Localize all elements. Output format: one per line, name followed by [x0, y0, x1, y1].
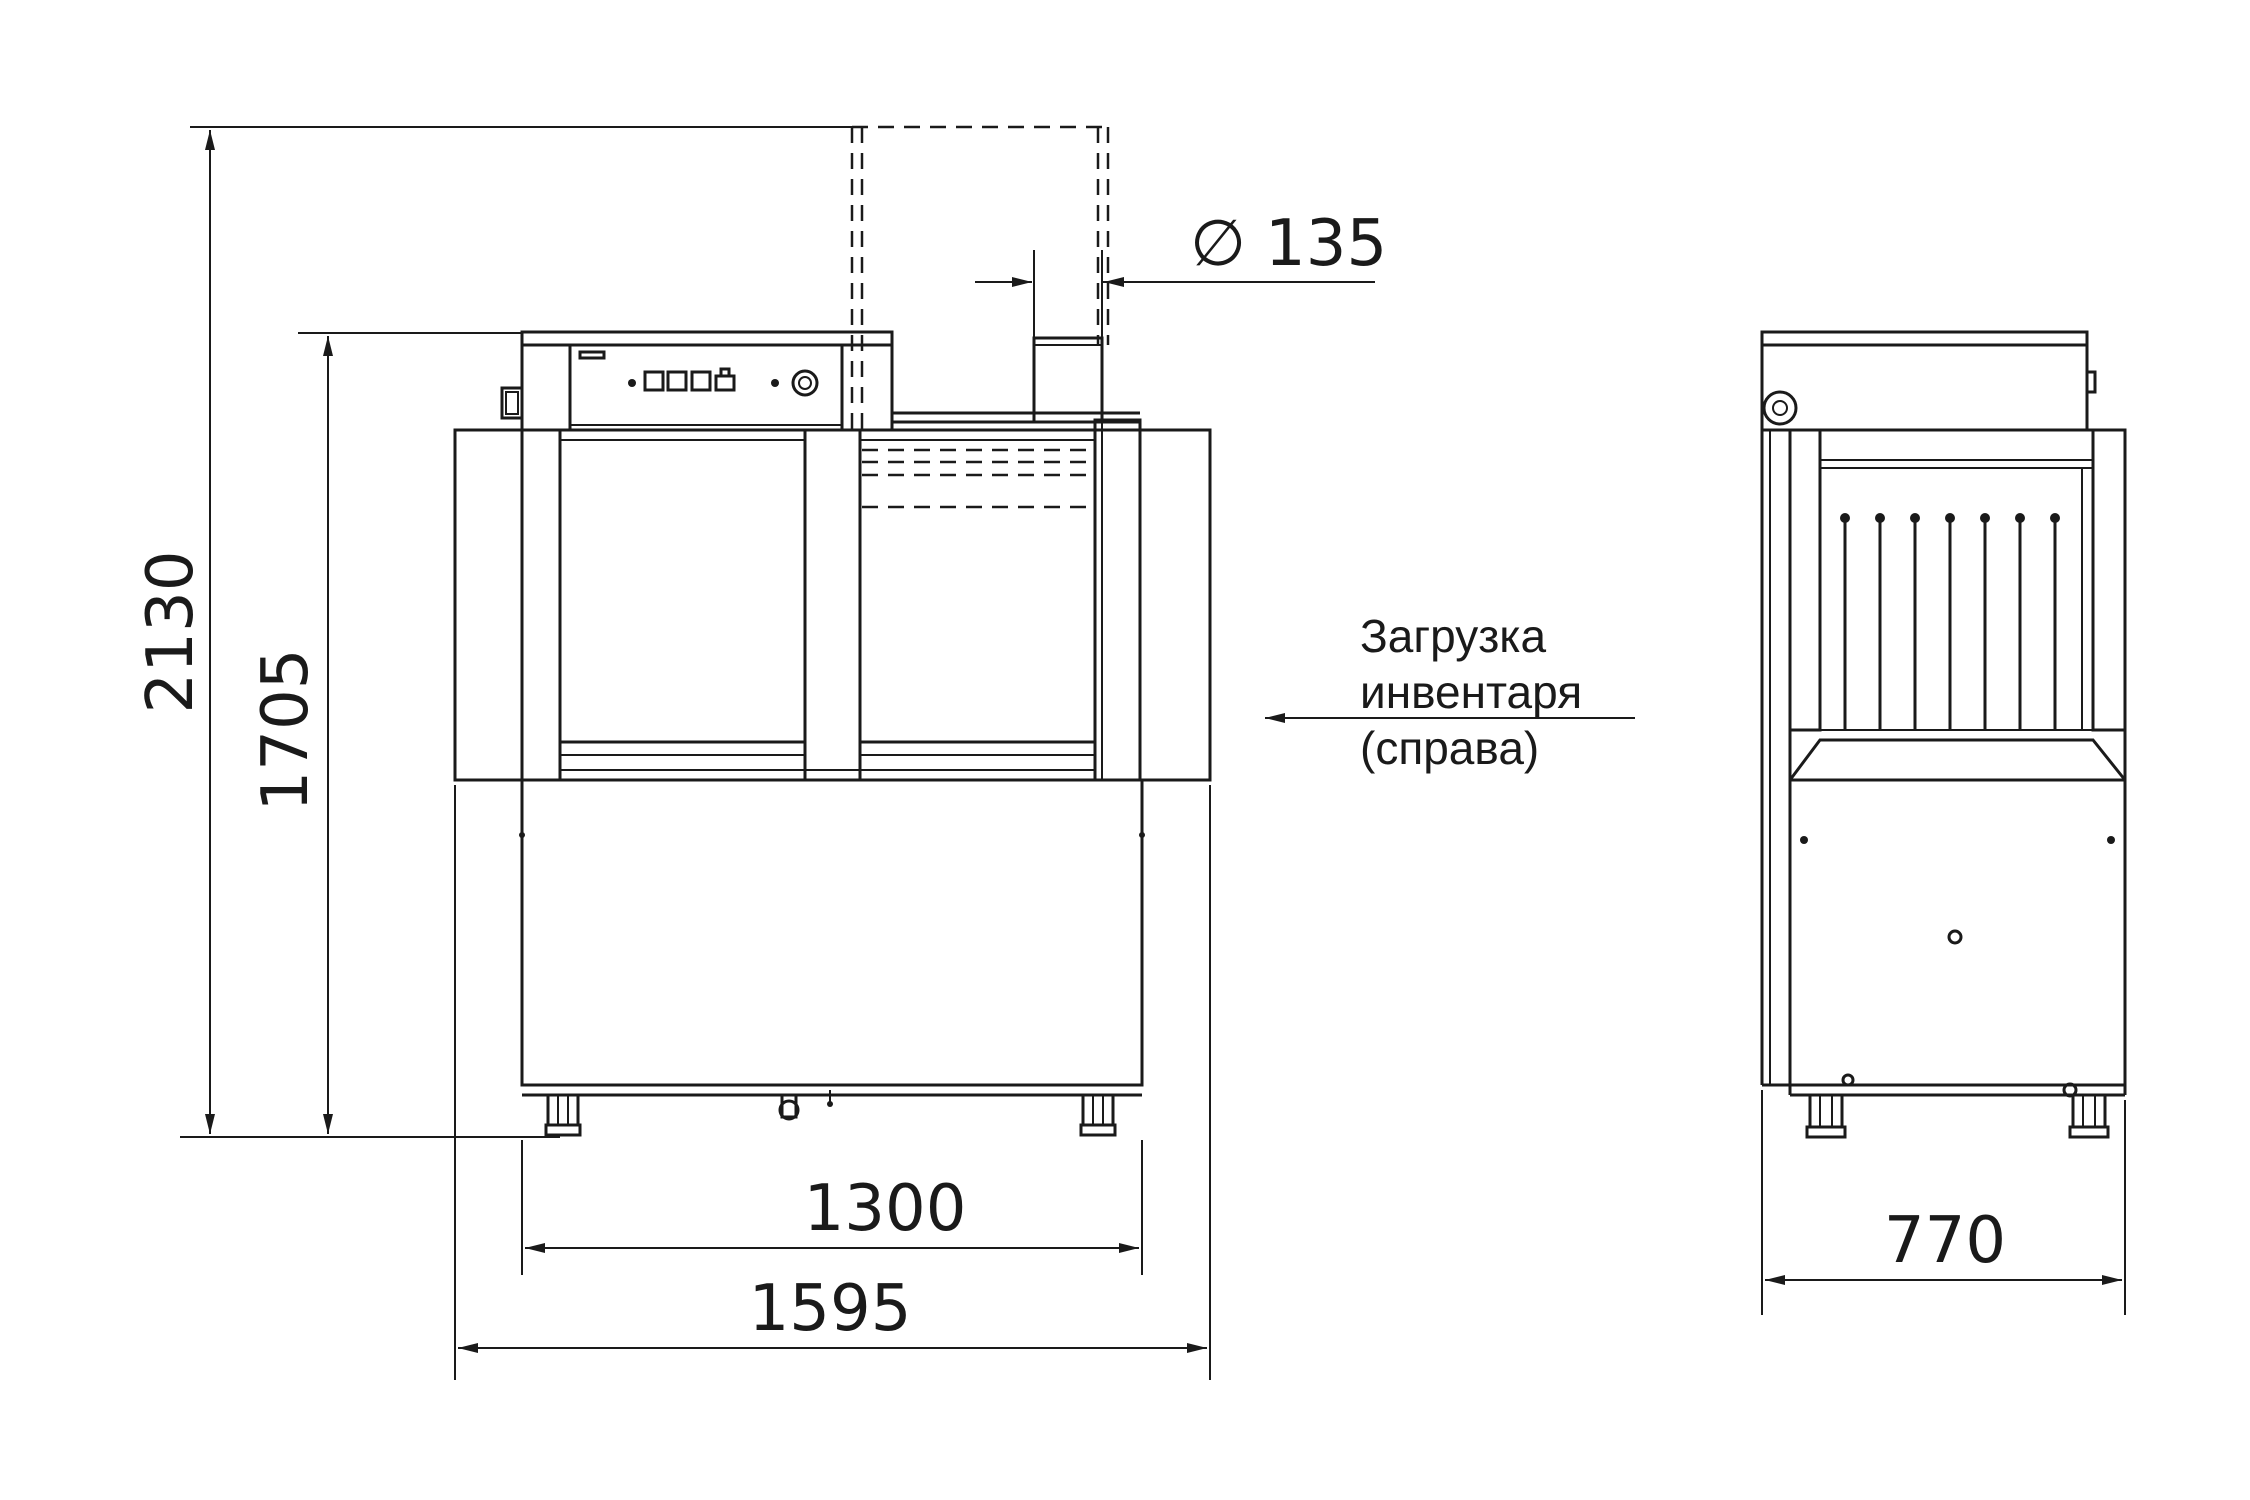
dim-label-1595: 1595 [749, 1272, 912, 1346]
dimension-depth [1761, 1090, 2126, 1315]
side-upper-frame [1788, 428, 2127, 782]
front-lower-body [520, 778, 1144, 1087]
front-pillar-middle [803, 428, 862, 782]
front-pillar-left [520, 428, 562, 782]
front-leg-left [544, 1093, 582, 1137]
note-line-2: инвентаря [1360, 666, 1582, 718]
dimension-overall-width [454, 785, 1211, 1380]
front-control-box [520, 330, 894, 432]
front-outer-casing [453, 428, 1212, 782]
dim-label-135: 135 [1265, 207, 1387, 281]
side-rack [1840, 513, 2060, 730]
side-leg-right [2068, 1093, 2110, 1139]
front-drain-valve [778, 1090, 833, 1121]
dimension-total-height [180, 126, 858, 1138]
front-side-knob [500, 386, 524, 420]
front-exhaust-duct [1032, 336, 1104, 424]
front-exhaust-dashed [850, 125, 1110, 509]
dim-label-1300: 1300 [804, 1172, 967, 1246]
side-leg-left [1805, 1093, 1847, 1139]
front-leg-right [1079, 1093, 1117, 1137]
side-top-box [1760, 330, 2089, 432]
dimension-duct-diameter [975, 250, 1375, 338]
note-line-1: Загрузка [1360, 610, 1546, 662]
dimension-inner-width [521, 1140, 1143, 1275]
control-panel-buttons [578, 350, 819, 397]
side-view [1760, 330, 2127, 1139]
side-knob [1762, 390, 1798, 426]
front-pillar-right [1093, 418, 1142, 782]
note-line-3: (справа) [1360, 722, 1539, 774]
front-view [453, 125, 1212, 1137]
dim-label-1705: 1705 [249, 649, 323, 812]
dim-label-2130: 2130 [134, 551, 208, 714]
dim-label-diameter-symbol: ∅ [1190, 207, 1246, 281]
dimension-body-height [298, 332, 522, 1134]
dim-label-770: 770 [1884, 1204, 2006, 1278]
side-lower-body [1788, 778, 2127, 1087]
